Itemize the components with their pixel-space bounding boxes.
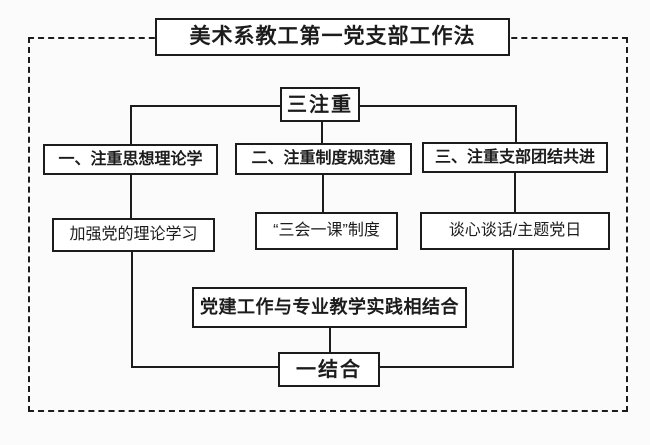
node-one-integration: 一结合 [278, 352, 380, 387]
connector-bottom-right-horizontal [379, 366, 514, 368]
connector-column1-vertical [130, 174, 132, 219]
integration-label: 党建工作与专业教学实践相结合 [200, 296, 459, 317]
connector-top-to-right-horizontal [358, 105, 517, 107]
column2-detail-label: “三会一课”制度 [273, 222, 380, 240]
column2-detail-box: “三会一课”制度 [255, 212, 398, 250]
column1-heading-box: 一、注重思想理论学 [43, 144, 218, 175]
integration-box: 党建工作与专业教学实践相结合 [192, 287, 467, 328]
column3-detail-label: 谈心谈话/主题党日 [448, 222, 582, 240]
column3-detail-box: 谈心谈话/主题党日 [420, 212, 610, 250]
connector-top-to-left-horizontal [130, 105, 280, 107]
connector-column2-vertical [322, 174, 324, 213]
connector-column3-vertical [514, 172, 516, 213]
diagram-title: 美术系教工第一党支部工作法 [189, 25, 476, 49]
column2-heading-box: 二、注重制度规范建 [235, 143, 412, 175]
connector-top-to-left-vertical [130, 105, 132, 145]
column2-heading-label: 二、注重制度规范建 [251, 150, 396, 168]
connector-bottom-right-vertical [512, 249, 514, 368]
diagram-title-box: 美术系教工第一党支部工作法 [155, 18, 510, 56]
column3-heading-label: 三、注重支部团结共进 [434, 148, 595, 166]
node-three-emphases: 三注重 [280, 87, 360, 122]
node-three-emphases-label: 三注重 [287, 93, 353, 116]
connector-bottom-left-horizontal [131, 366, 279, 368]
column1-detail-box: 加强党的理论学习 [52, 218, 215, 252]
column1-detail-label: 加强党的理论学习 [69, 226, 198, 244]
connector-top-to-right-vertical [515, 105, 517, 143]
connector-integration-vertical [329, 327, 331, 353]
column1-heading-label: 一、注重思想理论学 [58, 150, 203, 168]
column3-heading-box: 三、注重支部团结共进 [422, 142, 608, 173]
connector-top-to-middle-vertical [321, 120, 323, 144]
node-one-integration-label: 一结合 [296, 358, 362, 381]
connector-bottom-left-vertical [131, 251, 133, 368]
